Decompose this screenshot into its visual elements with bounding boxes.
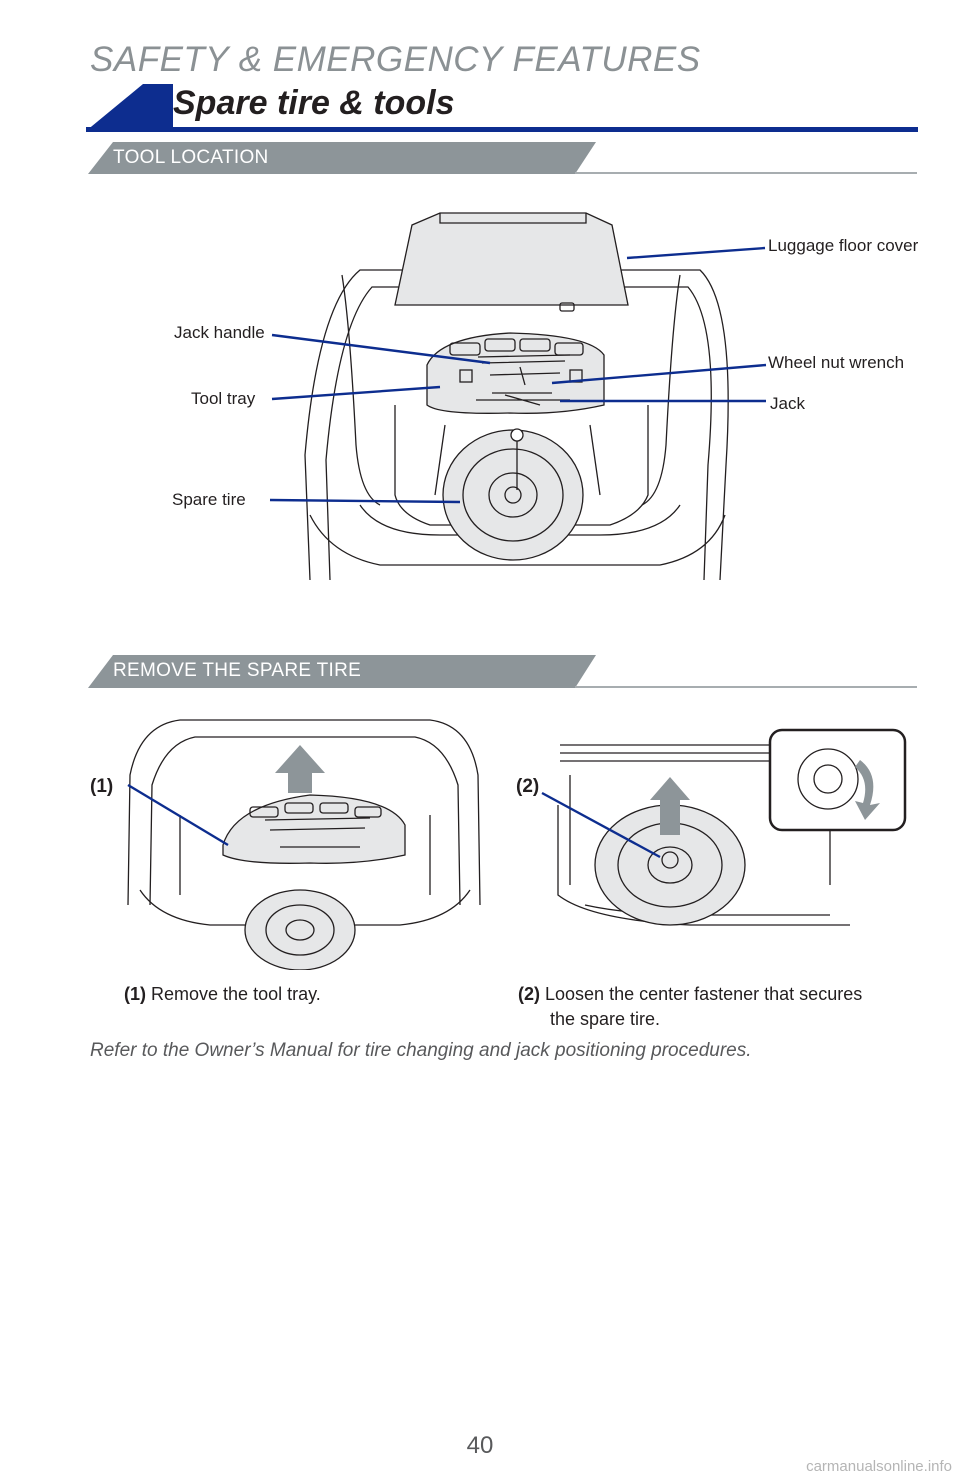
label-luggage-floor-cover: Luggage floor cover (768, 236, 919, 255)
step1-illustration (127, 719, 481, 970)
leader-spare-tire (269, 498, 461, 504)
watermark: carmanualsonline.info (806, 1458, 952, 1475)
step2-inset-frame (768, 728, 907, 832)
step2-caption-tag: (2) (518, 984, 540, 1004)
remove-spare-rule (575, 686, 917, 688)
remove-spare-heading: REMOVE THE SPARE TIRE (113, 660, 362, 681)
step2-illustration (541, 728, 907, 926)
title-underline (86, 127, 918, 132)
step1-caption-text: Remove the tool tray. (151, 984, 321, 1004)
page-title: Spare tire & tools (173, 84, 455, 122)
label-wheel-nut-wrench: Wheel nut wrench (768, 353, 905, 372)
tool-location-illustration (269, 212, 767, 581)
tool-location-rule (575, 172, 917, 174)
title-accent-shape (86, 84, 173, 131)
label-tool-tray: Tool tray (191, 389, 256, 408)
luggage-floor-cover (394, 212, 629, 306)
remove-spare-bar (88, 655, 596, 688)
leader-tool-tray (271, 385, 441, 401)
leader-step1 (127, 783, 229, 847)
step2-up-arrow (650, 777, 690, 835)
step1-spare-tire (244, 889, 356, 970)
wheel-nut-wrench-shape (489, 366, 561, 386)
leader-step2 (541, 791, 661, 859)
section-title: SAFETY & EMERGENCY FEATURES (90, 40, 701, 79)
step2-caption: (2) Loosen the center fastener that secu… (518, 982, 880, 1032)
step2-caption-text: Loosen the center fastener that secures … (545, 984, 863, 1029)
label-jack: Jack (770, 394, 805, 413)
title-banner (86, 84, 918, 174)
step1-up-arrow (275, 745, 325, 793)
jack-shape (476, 392, 570, 406)
label-spare-tire: Spare tire (172, 490, 246, 509)
leader-wheel-nut-wrench (551, 363, 767, 385)
jack-handle-shape (477, 354, 571, 364)
tool-location-bar (88, 142, 596, 174)
step1-caption-tag: (1) (124, 984, 146, 1004)
step2-tag: (2) (516, 776, 540, 797)
leader-luggage-floor-cover (626, 246, 766, 260)
tool-location-heading: TOOL LOCATION (113, 147, 269, 168)
step1-caption: (1) Remove the tool tray. (124, 982, 484, 1007)
tool-tray (426, 332, 605, 414)
leader-jack-handle (271, 333, 491, 365)
remove-spare-banner (88, 655, 917, 688)
label-jack-handle: Jack handle (174, 323, 265, 342)
page-number: 40 (466, 1432, 494, 1459)
step2-rotate-arrow (855, 760, 880, 820)
owners-manual-note: Refer to the Owner’s Manual for tire cha… (90, 1040, 752, 1061)
step1-tag: (1) (90, 776, 114, 797)
